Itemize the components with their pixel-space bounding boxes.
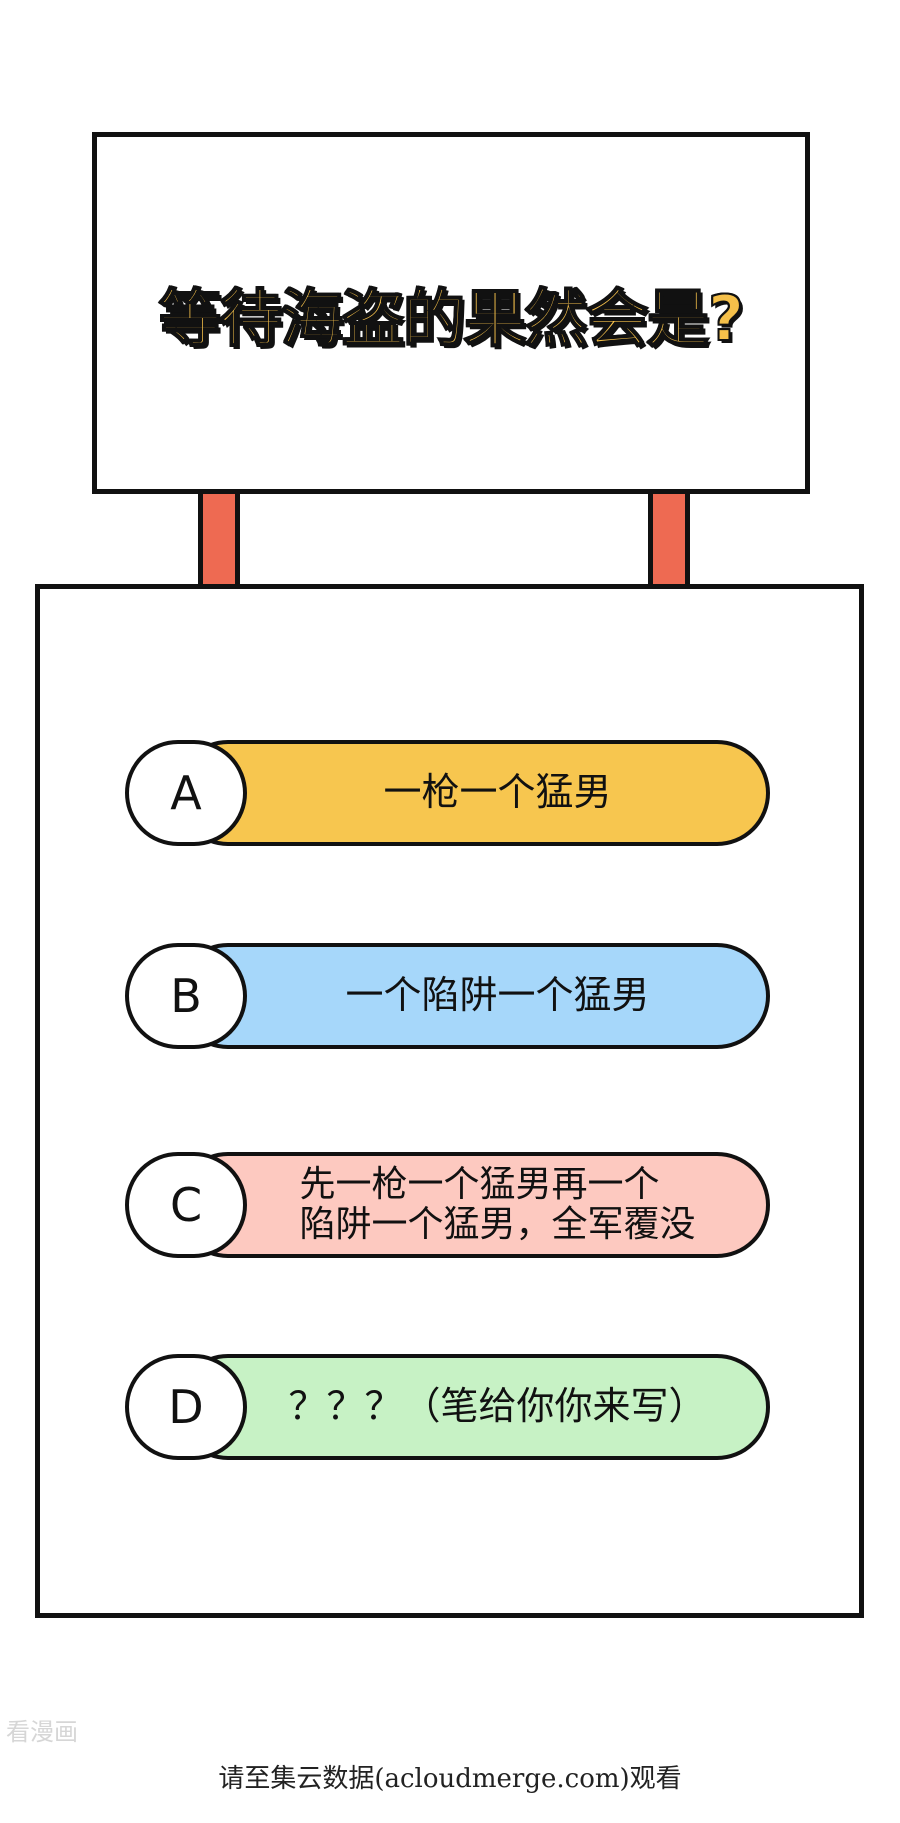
option-a-text: 一枪一个猛男 — [383, 770, 612, 815]
option-a[interactable]: 一枪一个猛男 A — [125, 740, 770, 846]
option-a-pill[interactable]: 一枪一个猛男 — [175, 740, 770, 846]
question-sign: 等待海盗的果然会是? — [92, 132, 810, 494]
question-title: 等待海盗的果然会是? — [158, 281, 745, 356]
option-d[interactable]: ？？？（笔给你你来写） D — [125, 1354, 770, 1460]
option-d-letter: D — [125, 1354, 247, 1460]
option-b-pill[interactable]: 一个陷阱一个猛男 — [175, 943, 770, 1049]
option-b-letter: B — [125, 943, 247, 1049]
option-b-text: 一个陷阱一个猛男 — [345, 973, 650, 1018]
option-c-letter: C — [125, 1152, 247, 1258]
option-d-pill[interactable]: ？？？（笔给你你来写） — [175, 1354, 770, 1460]
option-d-text: ？？？（笔给你你来写） — [288, 1384, 707, 1429]
option-c-text-line2: 陷阱一个猛男，全军覆没 — [299, 1204, 696, 1245]
watermark-text: 看漫画 — [6, 1718, 78, 1746]
option-b[interactable]: 一个陷阱一个猛男 B — [125, 943, 770, 1049]
option-c-text-line1: 先一枪一个猛男再一个 — [299, 1164, 660, 1206]
sign-post-right — [648, 494, 690, 586]
option-a-letter: A — [125, 740, 247, 846]
option-c-text: 先一枪一个猛男再一个 陷阱一个猛男，全军覆没 — [299, 1165, 695, 1244]
sign-post-left — [198, 494, 240, 586]
footer-source-text: 请至集云数据(acloudmerge.com)观看 — [218, 1764, 682, 1794]
option-c[interactable]: 先一枪一个猛男再一个 陷阱一个猛男，全军覆没 C — [125, 1152, 770, 1258]
option-c-pill[interactable]: 先一枪一个猛男再一个 陷阱一个猛男，全军覆没 — [175, 1152, 770, 1258]
